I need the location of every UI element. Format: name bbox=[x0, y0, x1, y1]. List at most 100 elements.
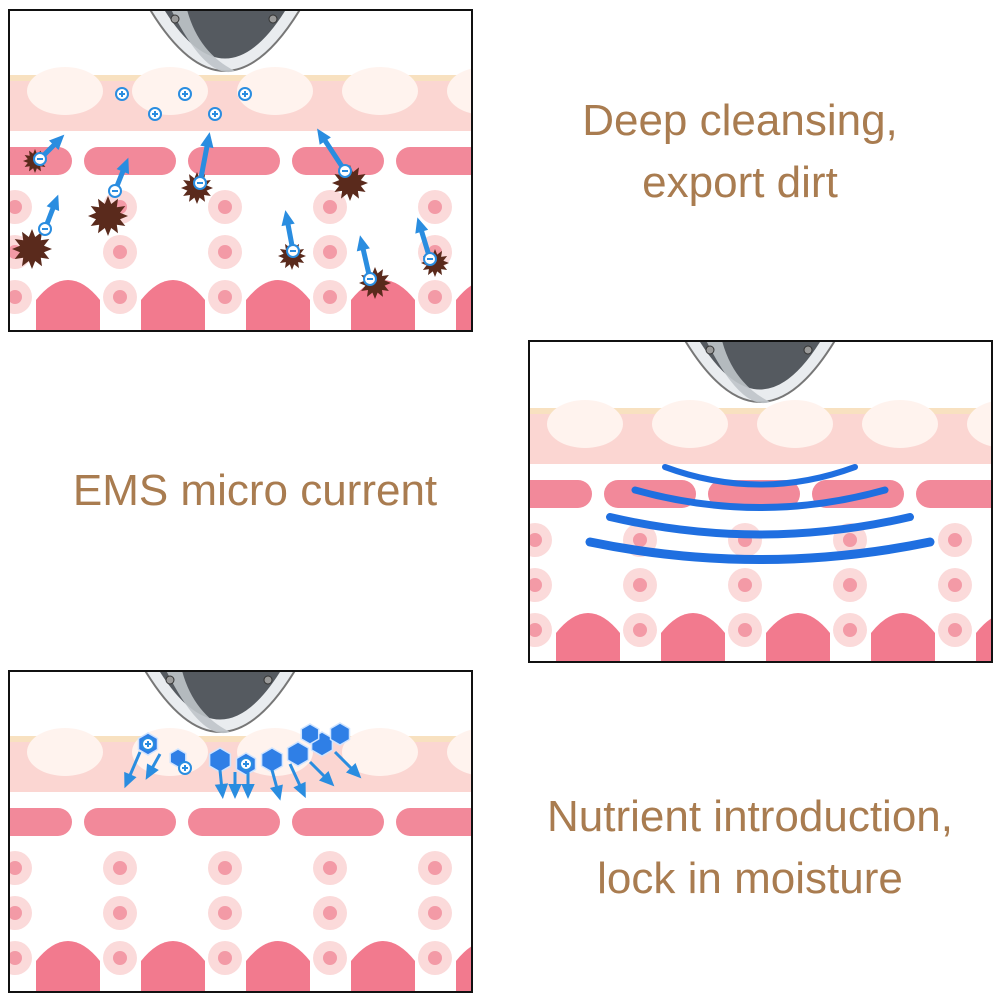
skin-papilla bbox=[246, 280, 310, 330]
skin-cell-nucleus bbox=[948, 533, 962, 547]
skin-papilla bbox=[766, 613, 830, 661]
skin-cell-nucleus bbox=[10, 906, 22, 920]
ion-bubble-icon bbox=[178, 761, 192, 775]
skin-cell-nucleus bbox=[948, 578, 962, 592]
skin-cell-nucleus bbox=[530, 533, 542, 547]
skin-cell-nucleus bbox=[218, 861, 232, 875]
skin-cell-nucleus bbox=[10, 200, 22, 214]
skin-papilla bbox=[871, 613, 935, 661]
arrow-icon bbox=[308, 760, 335, 787]
ion-bubble-icon bbox=[178, 87, 192, 101]
arrow-icon bbox=[214, 769, 229, 799]
ion-bubble-icon bbox=[193, 176, 207, 190]
skin-gap bbox=[530, 464, 991, 478]
nutrient-hexagon-icon bbox=[260, 747, 284, 773]
skin-scallop bbox=[862, 400, 938, 448]
skin-scallop bbox=[132, 67, 208, 115]
skin-cell-nucleus bbox=[218, 906, 232, 920]
skin-papilla bbox=[141, 280, 205, 330]
micro-current-wave-icon bbox=[662, 464, 858, 488]
skin-cell-nucleus bbox=[113, 906, 127, 920]
skin-stripe bbox=[10, 808, 72, 836]
skin-cell-nucleus bbox=[10, 861, 22, 875]
skin-cell-nucleus bbox=[323, 290, 337, 304]
skin-papilla bbox=[661, 613, 725, 661]
skin-cell-nucleus bbox=[113, 245, 127, 259]
skin-cell-nucleus bbox=[218, 290, 232, 304]
nutrient-illustration bbox=[8, 670, 473, 993]
skin-stripe bbox=[84, 147, 176, 175]
skin-scallop bbox=[547, 400, 623, 448]
dirt-particle-icon bbox=[88, 196, 128, 236]
beauty-device-head-icon bbox=[149, 11, 301, 73]
ion-bubble-icon bbox=[423, 252, 437, 266]
arrow-icon bbox=[241, 772, 255, 799]
skin-cell-nucleus bbox=[113, 861, 127, 875]
skin-cell-nucleus bbox=[530, 578, 542, 592]
skin-cell-nucleus bbox=[428, 951, 442, 965]
ion-bubble-icon bbox=[286, 244, 300, 258]
skin-scallop bbox=[237, 67, 313, 115]
skin-cell-nucleus bbox=[843, 623, 857, 637]
skin-scallop bbox=[27, 728, 103, 776]
arrow-icon bbox=[288, 763, 306, 799]
cleansing-caption: Deep cleansing, export dirt bbox=[510, 90, 970, 214]
skin-cell-nucleus bbox=[428, 200, 442, 214]
skin-cell-nucleus bbox=[218, 951, 232, 965]
skin-papilla bbox=[456, 285, 471, 330]
ems-skin-diagram bbox=[530, 342, 991, 661]
skin-stripe bbox=[916, 480, 991, 508]
skin-gap bbox=[10, 131, 471, 145]
skin-stripe bbox=[530, 480, 592, 508]
nutrient-caption-line1: Nutrient introduction, bbox=[547, 792, 953, 841]
ems-caption-line1: EMS micro current bbox=[72, 466, 438, 515]
ion-bubble-icon bbox=[148, 107, 162, 121]
arrow-icon bbox=[197, 132, 214, 184]
micro-current-wave-icon bbox=[631, 486, 889, 511]
skin-stripe bbox=[292, 808, 384, 836]
beauty-device-head-icon bbox=[144, 672, 296, 734]
ion-bubble-icon bbox=[38, 222, 52, 236]
skin-papilla bbox=[351, 280, 415, 330]
ion-bubble-icon bbox=[363, 272, 377, 286]
skin-cell-nucleus bbox=[738, 578, 752, 592]
skin-papilla bbox=[976, 618, 991, 661]
skin-cell-nucleus bbox=[843, 578, 857, 592]
ion-bubble-icon bbox=[115, 87, 129, 101]
nutrient-hexagon-icon bbox=[329, 722, 351, 746]
skin-cell-nucleus bbox=[218, 200, 232, 214]
beauty-device-head-icon bbox=[684, 342, 836, 404]
dirt-particle-icon bbox=[332, 165, 368, 201]
ems-caption: EMS micro current bbox=[20, 460, 490, 522]
nutrient-skin-diagram bbox=[10, 672, 471, 991]
arrow-icon bbox=[269, 769, 283, 801]
nutrient-hexagon-icon bbox=[286, 741, 310, 767]
skin-cell-nucleus bbox=[323, 200, 337, 214]
skin-scallop bbox=[27, 67, 103, 115]
ion-bubble-icon bbox=[238, 87, 252, 101]
skin-cell-nucleus bbox=[218, 245, 232, 259]
skin-stripe bbox=[188, 147, 280, 175]
ion-bubble-icon bbox=[33, 152, 47, 166]
dirt-particle-icon bbox=[12, 229, 52, 269]
skin-papilla bbox=[351, 941, 415, 991]
skin-cell-nucleus bbox=[323, 861, 337, 875]
arrow-icon bbox=[124, 751, 142, 789]
skin-cell-nucleus bbox=[428, 861, 442, 875]
skin-scallop bbox=[757, 400, 833, 448]
skin-papilla bbox=[141, 941, 205, 991]
cleansing-caption-line1: Deep cleansing, bbox=[582, 96, 898, 145]
ems-illustration bbox=[528, 340, 993, 663]
skin-cell-nucleus bbox=[113, 290, 127, 304]
skin-cell-nucleus bbox=[843, 533, 857, 547]
skin-surface-line bbox=[10, 75, 471, 81]
skin-scallop bbox=[342, 67, 418, 115]
arrow-icon bbox=[333, 750, 362, 779]
skin-papilla bbox=[456, 946, 471, 991]
skin-cell-nucleus bbox=[738, 623, 752, 637]
skin-papilla bbox=[36, 941, 100, 991]
skin-cell-nucleus bbox=[633, 578, 647, 592]
cleansing-illustration bbox=[8, 9, 473, 332]
micro-current-wave-icon bbox=[606, 513, 914, 539]
skin-stripe bbox=[188, 808, 280, 836]
